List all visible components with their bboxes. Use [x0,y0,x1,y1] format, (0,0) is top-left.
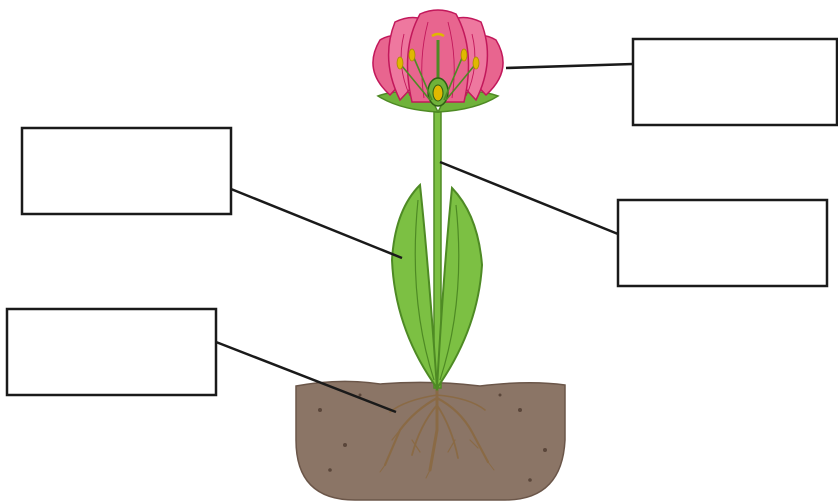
leaf-left [392,185,437,388]
label-box-leaf[interactable] [22,128,231,214]
label-box-flower[interactable] [633,39,837,125]
soil [296,381,565,500]
leader-line-flower [506,64,633,68]
leaf-right [437,188,482,388]
flower [373,10,503,112]
label-box-stem[interactable] [618,200,827,286]
leader-line-leaf [231,189,402,258]
label-box-root[interactable] [7,309,216,395]
